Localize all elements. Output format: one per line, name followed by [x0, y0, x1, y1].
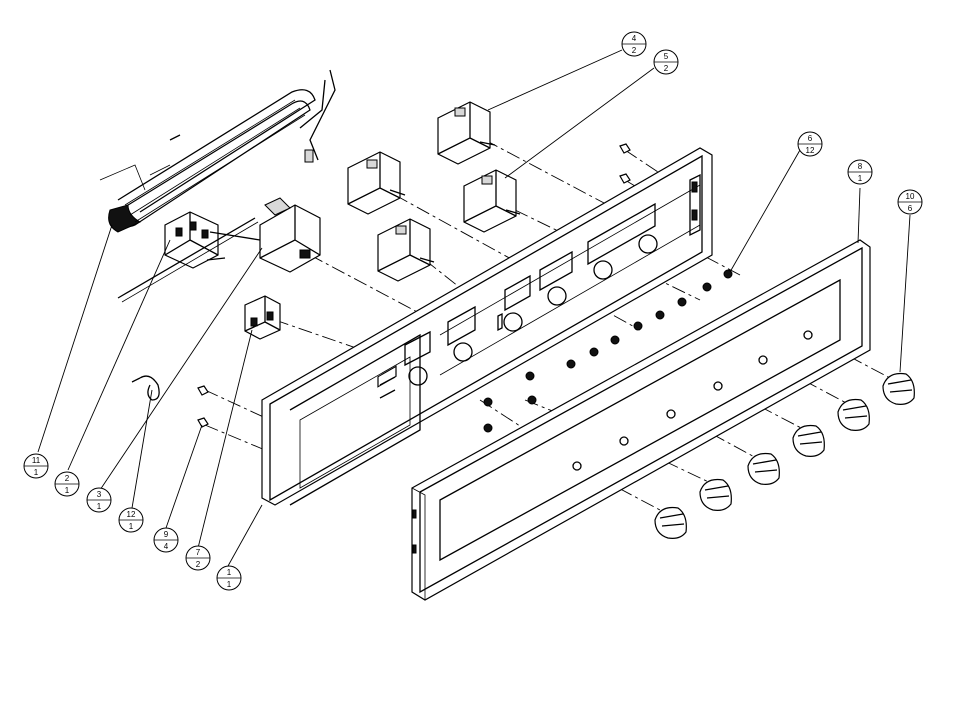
knob-3: [747, 452, 780, 485]
knob-1: [654, 506, 687, 539]
screws-top-right: [619, 143, 631, 184]
svg-text:1: 1: [65, 486, 70, 495]
callout-4: 4 2: [621, 31, 647, 57]
svg-text:6: 6: [808, 134, 813, 143]
leader-lines: [37, 49, 911, 567]
control-panel-housing: [261, 147, 713, 506]
callout-3: 3 1: [86, 487, 112, 513]
front-fascia-panel: [411, 239, 871, 601]
terminal-block: [164, 211, 226, 269]
screws-left: [197, 385, 209, 428]
svg-text:5: 5: [664, 52, 669, 61]
svg-text:11: 11: [32, 456, 41, 465]
callout-10: 10 6: [897, 189, 923, 215]
svg-text:1: 1: [858, 174, 863, 183]
svg-text:9: 9: [164, 530, 169, 539]
knob-6: [882, 372, 915, 405]
svg-text:1: 1: [34, 468, 39, 477]
callout-7: 7 2: [185, 545, 211, 571]
knob-5: [837, 398, 870, 431]
svg-text:2: 2: [632, 46, 637, 55]
svg-text:1: 1: [97, 502, 102, 511]
callout-9: 9 4: [153, 527, 179, 553]
svg-text:1: 1: [227, 580, 232, 589]
callout-1: 1 1: [216, 565, 242, 591]
svg-text:8: 8: [858, 162, 863, 171]
svg-text:4: 4: [632, 34, 637, 43]
svg-text:1: 1: [129, 522, 134, 531]
svg-text:7: 7: [196, 548, 201, 557]
callout-8: 8 1: [847, 159, 873, 185]
callout-5: 5 2: [653, 49, 679, 75]
svg-text:4: 4: [164, 542, 169, 551]
svg-text:2: 2: [664, 64, 669, 73]
energy-regulator-lower: [377, 218, 435, 282]
svg-text:6: 6: [908, 204, 913, 213]
knob-4: [792, 424, 825, 457]
svg-text:10: 10: [906, 192, 915, 201]
knob-2: [699, 478, 732, 511]
svg-text:12: 12: [127, 510, 136, 519]
thermostat: [209, 197, 321, 273]
svg-text:3: 3: [97, 490, 102, 499]
heating-element-assembly: [99, 69, 336, 233]
energy-regulator-top-left: [347, 151, 406, 215]
svg-text:2: 2: [196, 560, 201, 569]
control-knobs: [654, 372, 915, 539]
callout-6: 6 12: [797, 131, 823, 157]
callout-2: 2 1: [54, 471, 80, 497]
callout-12: 12 1: [118, 507, 144, 533]
callout-11: 11 1: [23, 453, 49, 479]
svg-text:2: 2: [65, 474, 70, 483]
wire-clip: [131, 375, 160, 401]
energy-regulator-middle: [463, 169, 521, 233]
capillary-probe: [117, 217, 259, 303]
svg-text:12: 12: [806, 146, 815, 155]
rocker-switch: [244, 295, 281, 340]
energy-regulator-upper: [437, 101, 496, 165]
svg-text:1: 1: [227, 568, 232, 577]
